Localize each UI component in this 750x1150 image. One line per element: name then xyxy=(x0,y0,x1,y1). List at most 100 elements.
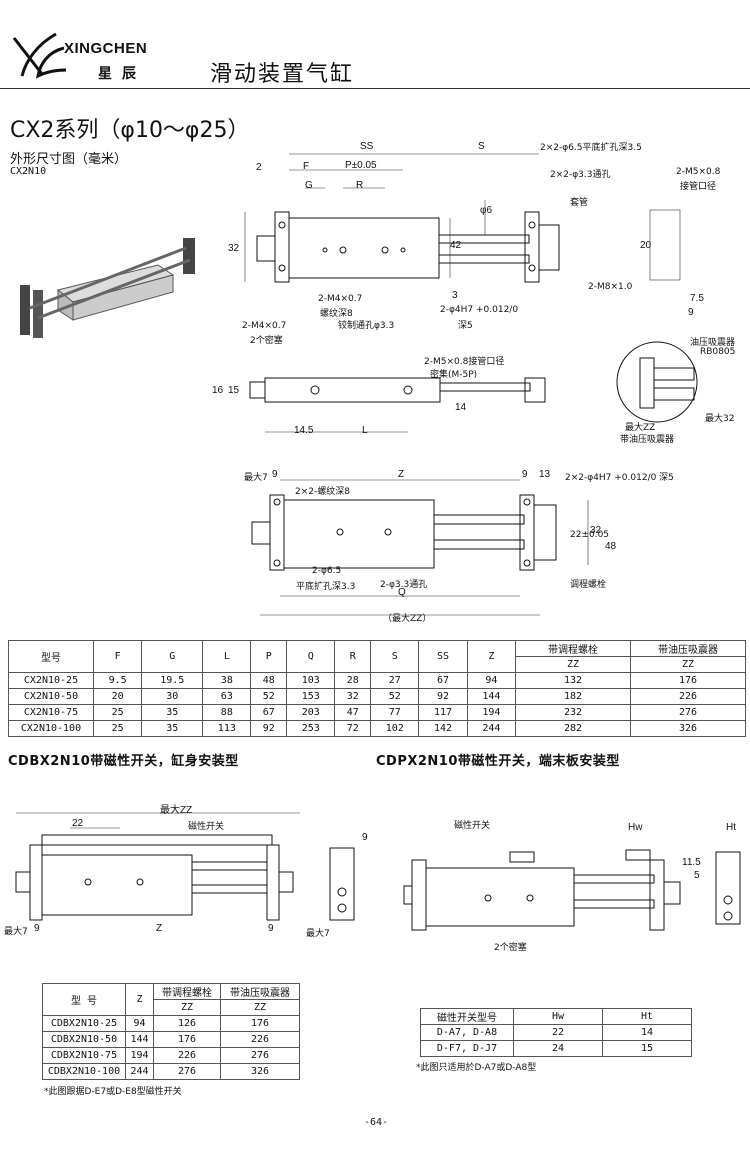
dim-SS: SS xyxy=(360,141,374,152)
callout-port-size: 接管口径 xyxy=(680,182,717,192)
th-shock: 带油压吸震器 xyxy=(630,640,746,657)
main-table-cell: 113 xyxy=(202,720,252,737)
cdpx-5: 5 xyxy=(694,870,700,881)
cdbx-table-cell: 94 xyxy=(124,1015,155,1032)
cdbx-th-zz2: ZZ xyxy=(219,999,301,1016)
cdbx-max-7-left: 最大7 xyxy=(4,927,28,937)
callout-side-plug: 密集(M-5P) xyxy=(430,370,478,380)
th-R: R xyxy=(334,640,372,673)
cdpx-table-cell: 14 xyxy=(602,1024,692,1041)
cdbx-table-cell: 244 xyxy=(124,1063,155,1080)
cdbx-max-7-right: 最大7 xyxy=(306,929,330,939)
dim-9: 9 xyxy=(688,307,694,318)
dim-20: 20 xyxy=(640,240,652,251)
main-table-cell: 30 xyxy=(141,688,204,705)
shock-max-32: 最大32 xyxy=(705,414,735,424)
top-9a: 9 xyxy=(272,469,278,480)
shock-with: 带油压吸震器 xyxy=(620,435,675,445)
cdpx-plugs: 2个密塞 xyxy=(494,943,527,953)
main-table-cell: 92 xyxy=(250,720,288,737)
callout-counterbore: 2×2-φ6.5平底扩孔深3.5 xyxy=(540,143,642,153)
top-callout-adjust-bolt: 调程螺栓 xyxy=(570,580,607,590)
dim-F: F xyxy=(303,161,310,172)
cdbx-dim-22: 22 xyxy=(72,818,84,829)
top-callout-thread: 2×2-螺纹深8 xyxy=(295,487,350,497)
cdbx-table-cell: CDBX2N10-50 xyxy=(42,1031,126,1048)
page-number: -64- xyxy=(364,1117,389,1128)
callout-m4-plug: 2-M4×0.7 xyxy=(242,321,287,331)
cdbx-9-right: 9 xyxy=(268,923,274,934)
dim-15: 15 xyxy=(228,385,240,396)
main-table-cell: 276 xyxy=(630,704,746,721)
cdbx-9-left: 9 xyxy=(34,923,40,934)
cdbx-table-cell: 276 xyxy=(219,1047,301,1064)
cdbx-table-cell: CDBX2N10-100 xyxy=(42,1063,126,1080)
th-Q: Q xyxy=(286,640,336,673)
product-photo xyxy=(20,238,195,338)
top-max-zz: （最大ZZ） xyxy=(383,614,432,624)
cdpx-table-cell: 24 xyxy=(513,1040,603,1057)
callout-m4: 2-M4×0.7 xyxy=(318,294,363,304)
top-callout-through: 2-φ3.3通孔 xyxy=(380,580,428,590)
th-F: F xyxy=(92,640,143,673)
cdbx-max-zz: 最大ZZ xyxy=(160,805,193,816)
main-table-cell: CX2N10-25 xyxy=(8,672,94,689)
cdpx-th-model: 磁性开关型号 xyxy=(420,1008,514,1025)
cdpx-note: *此图只适用於D-A7或D-A8型 xyxy=(416,1063,537,1073)
dim-3: 3 xyxy=(452,290,458,301)
th-P: P xyxy=(250,640,288,673)
main-table-cell: 19.5 xyxy=(141,672,204,689)
main-table-cell: 47 xyxy=(334,704,372,721)
main-table-cell: 35 xyxy=(141,720,204,737)
main-table-cell: 48 xyxy=(250,672,288,689)
main-dimension-table: 型号 F G L P Q R S SS Z 带调程螺栓 带油压吸震器 ZZ ZZ… xyxy=(8,640,746,737)
callout-thread-depth: 螺纹深8 xyxy=(320,309,353,319)
main-table-cell: 117 xyxy=(418,704,468,721)
cdbx-table-cell: 226 xyxy=(219,1031,301,1048)
main-table-cell: 88 xyxy=(202,704,252,721)
main-table-cell: CX2N10-75 xyxy=(8,704,94,721)
dim-G: G xyxy=(305,180,313,191)
cdbx-table-cell: 144 xyxy=(124,1031,155,1048)
side-view-drawing xyxy=(249,377,546,433)
cdpx-Ht: Ht xyxy=(726,822,736,833)
brand-name-cn: 星辰 xyxy=(98,66,146,82)
callout-pin-depth: 深5 xyxy=(458,321,473,331)
cdpx-Hw: Hw xyxy=(628,822,643,833)
main-table-cell: CX2N10-100 xyxy=(8,720,94,737)
th-S: S xyxy=(370,640,420,673)
top-dim-22: 22±0.05 xyxy=(570,530,610,540)
cdbx-title: CDBX2N10带磁性开关，缸身安装型 xyxy=(8,754,239,769)
dim-14: 14 xyxy=(455,402,467,413)
main-table-cell: 77 xyxy=(370,704,420,721)
top-dim-48: 48 xyxy=(605,541,617,552)
series-title: CX2系列（φ10～φ25） xyxy=(10,118,250,143)
main-table-cell: 25 xyxy=(92,704,143,721)
shock-model: RB0805 xyxy=(700,347,736,357)
th-G: G xyxy=(141,640,204,673)
cdbx-table-cell: 326 xyxy=(219,1063,301,1080)
th-L: L xyxy=(202,640,252,673)
cdbx-th-model: 型 号 xyxy=(42,983,126,1016)
dim-R: R xyxy=(356,180,364,191)
main-table-cell: 102 xyxy=(370,720,420,737)
main-table-cell: 232 xyxy=(515,704,631,721)
header-divider xyxy=(0,88,750,89)
main-table-cell: 282 xyxy=(515,720,631,737)
main-table-cell: 52 xyxy=(370,688,420,705)
th-model: 型号 xyxy=(8,640,94,673)
cdpx-table-cell: D-F7, D-J7 xyxy=(420,1040,514,1057)
cdbx-table-cell: 226 xyxy=(153,1047,221,1064)
cdbx-table-cell: 126 xyxy=(153,1015,221,1032)
xingchen-logo-icon xyxy=(12,32,67,79)
main-table-cell: 25 xyxy=(92,720,143,737)
th-SS: SS xyxy=(418,640,468,673)
callout-sleeve: 套管 xyxy=(570,198,589,208)
cdpx-th-hw: Hw xyxy=(513,1008,603,1025)
main-table-cell: 244 xyxy=(466,720,517,737)
main-table-cell: 226 xyxy=(630,688,746,705)
